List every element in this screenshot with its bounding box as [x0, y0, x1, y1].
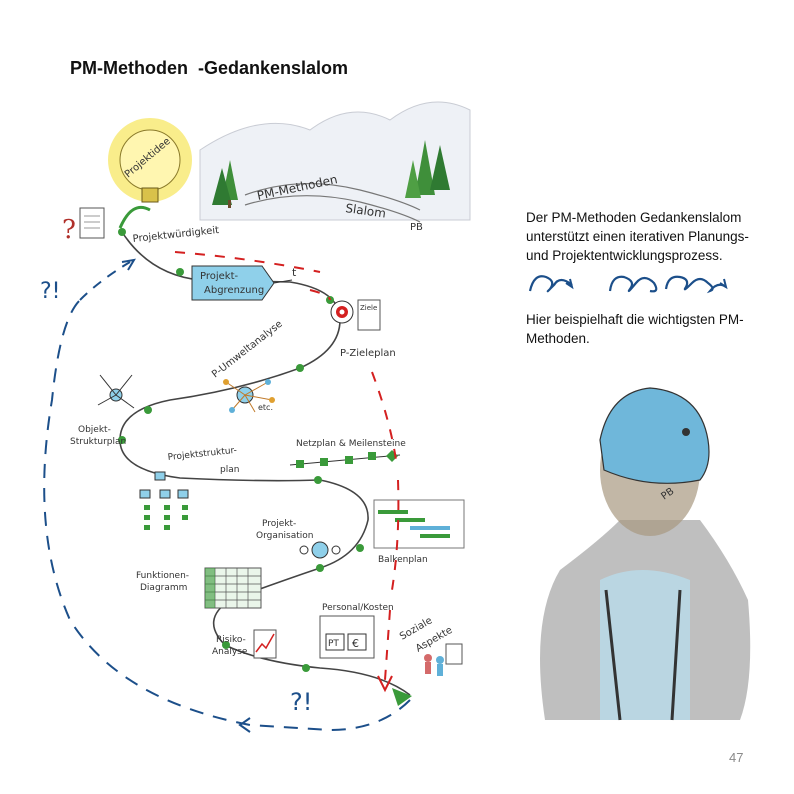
objekt-strukturplan-icon: [97, 374, 135, 409]
label-zieleplan: P-Zieleplan: [340, 348, 396, 359]
question-sheet-icon: ?: [62, 207, 105, 245]
label-projektwuerdigkeit: Projektwürdigkeit: [132, 225, 219, 245]
svg-text:etc.: etc.: [258, 403, 273, 412]
cap-icon: [599, 387, 710, 484]
personal-kosten-icon: PT €: [319, 615, 375, 659]
label-funktionen-2: Diagramm: [140, 583, 187, 593]
label-organisation-1: Projekt-: [262, 519, 296, 529]
label-netzplan: Netzplan & Meilensteine: [296, 439, 406, 449]
lightbulb-icon: Projektidee: [108, 118, 192, 203]
label-organisation-2: Organisation: [256, 531, 314, 541]
label-psp-1: Projektstruktur-: [167, 446, 237, 463]
svg-text:Abgrenzung: Abgrenzung: [204, 285, 264, 296]
netzplan-icon: [289, 450, 401, 468]
label-balkenplan: Balkenplan: [378, 555, 428, 565]
label-risiko-1: Risiko-: [216, 635, 246, 645]
svg-text:?: ?: [62, 215, 76, 245]
balkenplan-icon: [373, 499, 465, 549]
slalom-path: [119, 231, 411, 696]
label-objekt-1: Objekt-: [78, 425, 111, 435]
label-psp-2: plan: [220, 465, 239, 475]
loop-squiggle-icon: [528, 275, 728, 294]
projektstrukturplan-icon: [139, 471, 189, 530]
zieleplan-icon: Ziele: [330, 299, 381, 331]
risiko-icon: [253, 629, 277, 659]
label-personal: Personal/Kosten: [322, 603, 394, 613]
funktionendiagramm-icon: [204, 567, 262, 609]
tree-icon: [405, 140, 450, 198]
description-intro: Der PM-Methoden Gedankenslalom unterstüt…: [526, 210, 749, 263]
label-objekt-2: Strukturplan: [70, 437, 126, 447]
projekt-abgrenzung-box: Projekt- Abgrenzung t: [191, 265, 297, 301]
banner-sign: PB: [410, 222, 423, 233]
svg-text:t: t: [292, 266, 297, 279]
label-risiko-2: Analyse: [212, 647, 248, 657]
description: Der PM-Methoden Gedankenslalom unterstüt…: [526, 208, 766, 348]
svg-text:PT: PT: [328, 639, 339, 649]
person-illustration: PB: [540, 387, 751, 721]
page-title: PM-Methoden -Gedankenslalom: [70, 58, 349, 78]
tree-icon: [212, 160, 238, 208]
svg-text:Projekt-: Projekt-: [200, 271, 239, 282]
mountain-scene: PM-Methoden Slalom PB: [199, 101, 471, 233]
people-icon: [424, 643, 463, 676]
page-number: 47: [729, 750, 744, 765]
question-bottom: ?!: [290, 688, 312, 716]
label-funktionen-1: Funktionen-: [136, 571, 189, 581]
banner-label-2: Slalom: [345, 201, 387, 221]
label-umweltanalyse: P-Umweltanalyse: [210, 319, 285, 381]
red-dashed-path: [174, 251, 400, 681]
organisation-icon: [299, 541, 341, 559]
description-methods: Hier beispielhaft die wichtigsten PM-Met…: [526, 312, 744, 346]
end-arrow: [392, 688, 412, 706]
umweltanalyse-icon: etc.: [223, 379, 275, 413]
svg-text:€: €: [352, 637, 359, 650]
question-top: ?!: [40, 279, 61, 304]
blue-feedback-loop: [43, 299, 411, 732]
start-arrow: [118, 205, 151, 229]
svg-text:Ziele: Ziele: [360, 304, 377, 312]
